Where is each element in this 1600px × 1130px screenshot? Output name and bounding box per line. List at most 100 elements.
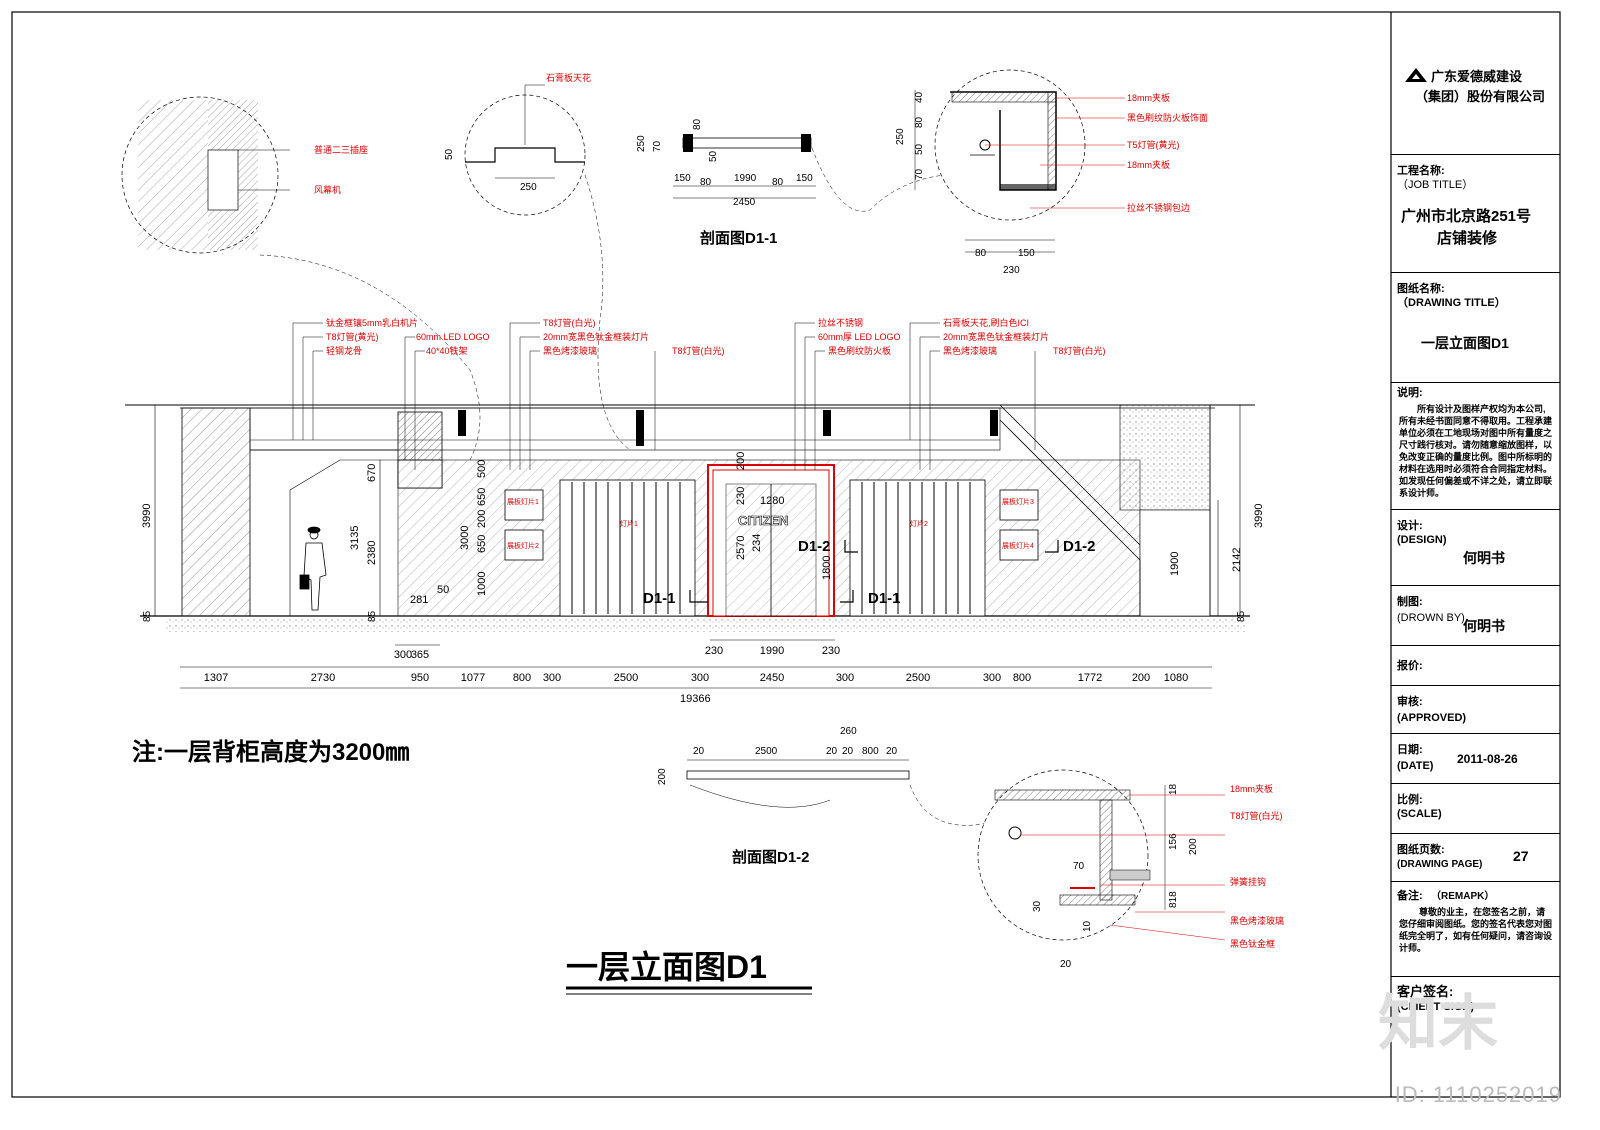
remark-cell: 备注: （REMAPK） 尊敬的业主，在您签名之前，请您仔细审阅图纸。您的签名代… xyxy=(1391,882,1560,977)
page-en: (DRAWING PAGE) xyxy=(1397,859,1483,870)
label-8: T8灯管(白光) xyxy=(672,345,725,356)
label-2: 轻钢龙骨 xyxy=(326,345,362,356)
s1-dim-8: 150 xyxy=(796,173,813,184)
label-9: 拉丝不锈钢 xyxy=(818,317,863,328)
section-d1-1 xyxy=(673,134,946,212)
notes-cell: 说明: 所有设计及图样产权均为本公司,所有未经书面同意不得取用。工程承建单位必须… xyxy=(1391,383,1560,510)
bdim-8: 2450 xyxy=(760,672,784,684)
bdim-14: 200 xyxy=(1132,672,1150,684)
red-labels: 钛金框镶5mm乳白机片 T8灯管(黄光) 轻钢龙骨 60mm LED LOGO … xyxy=(326,317,1106,356)
s2-dim-1: 20 xyxy=(693,746,705,757)
s1-dim-9: 2450 xyxy=(733,197,756,208)
design-en: (DESIGN) xyxy=(1397,534,1447,546)
scale-en: (SCALE) xyxy=(1397,808,1442,820)
dim-50: 50 xyxy=(437,584,449,596)
label-10: 60mm厚 LED LOGO xyxy=(818,332,901,342)
label-7: 黑色烤漆玻璃 xyxy=(543,345,597,356)
br-label-2: 弹簧挂钩 xyxy=(1230,876,1266,887)
tc-dim-50: 50 xyxy=(444,148,455,160)
drawing-title-cell: 图纸名称: （DRAWING TITLE） 一层立面图D1 xyxy=(1391,273,1560,383)
company-line1: 广东爱德威建设 xyxy=(1431,69,1523,84)
br-label-4: 黑色钛金框 xyxy=(1230,938,1275,949)
drawing-title-value: 一层立面图D1 xyxy=(1421,335,1509,351)
job-title-en: （JOB TITLE） xyxy=(1397,179,1474,191)
bdim-3: 1077 xyxy=(461,672,485,684)
tr-dim-6: 150 xyxy=(1018,248,1035,259)
section1-dims: 250 70 80 50 150 80 1990 80 150 2450 xyxy=(636,118,813,208)
main-title: 一层立面图D1 xyxy=(566,949,767,985)
panel-label-4: 展板灯片3 xyxy=(1002,497,1034,506)
detail-tr-labels: 18mm夹板 黑色刷纹防火板饰面 T5灯管(黄光) 18mm夹板 拉丝不锈钢包边… xyxy=(895,91,1208,276)
company-cell: 广东爱德威建设 （集团）股份有限公司 xyxy=(1391,12,1560,155)
detail-tl-labels: 普通二三插座 风幕机 xyxy=(314,144,368,195)
label-12: 石膏板天花,刷白色ICI xyxy=(943,317,1029,328)
sheet-border xyxy=(11,11,1561,1098)
door-dim-234: 234 xyxy=(751,534,763,552)
height-2142: 2142 xyxy=(1231,548,1243,572)
detail-bottom-right xyxy=(977,769,1226,941)
tr-label-4: 拉丝不锈钢包边 xyxy=(1127,202,1190,213)
quote-label: 报价: xyxy=(1397,660,1423,672)
s2-dim-4: 20 xyxy=(842,746,854,757)
height-85-right: 85 xyxy=(1236,610,1247,622)
job-title-line2: 店铺装修 xyxy=(1437,230,1498,247)
overall-height-dim-left: 3990 xyxy=(141,504,153,528)
br-dim-0: 18 xyxy=(1168,783,1179,795)
height-2380: 2380 xyxy=(366,541,378,565)
label-14: 黑色烤漆玻璃 xyxy=(943,345,997,356)
detail-top-right xyxy=(914,69,1125,253)
tr-label-2: T5灯管(黄光) xyxy=(1127,139,1180,150)
s1-dim-0: 250 xyxy=(636,135,647,152)
door-dim-2570: 2570 xyxy=(735,536,747,560)
tc-dim-250: 250 xyxy=(520,182,537,193)
date-en: (DATE) xyxy=(1397,760,1434,772)
remark-en: （REMAPK） xyxy=(1431,891,1495,902)
company-line2: （集团）股份有限公司 xyxy=(1415,89,1546,104)
label-1: T8灯管(黄光) xyxy=(326,331,379,342)
detail-top-center xyxy=(464,84,631,451)
br-label-0: 18mm夹板 xyxy=(1230,783,1273,794)
watermark-id: ID: 1110252019 xyxy=(1394,1082,1562,1107)
overall-height-dim-right: 3990 xyxy=(1253,504,1265,528)
page-value: 27 xyxy=(1513,848,1529,864)
dim-200: 200 xyxy=(476,510,488,528)
door-dim-1800: 1800 xyxy=(821,556,833,580)
bdim-13: 1772 xyxy=(1078,672,1102,684)
drawn-label: 制图: xyxy=(1397,596,1423,608)
door-vert-dims: 200 230 2570 234 1280 1800 xyxy=(735,452,833,580)
page-cell: 图纸页数: (DRAWING PAGE) 27 xyxy=(1391,834,1560,882)
s2-dim-3: 20 xyxy=(826,746,838,757)
post-dim-a: 300 xyxy=(394,649,412,661)
bottom-dims: 1307 2730 950 1077 800 300 2500 300 2450… xyxy=(204,645,1188,684)
panel-label-2: 灯片1 xyxy=(620,519,638,528)
door-dim-c: 230 xyxy=(822,645,840,657)
detail-br-labels: 18mm夹板 T8灯管(白光) 弹簧挂钩 黑色烤漆玻璃 黑色钛金框 18 156… xyxy=(1032,783,1284,970)
quote-cell: 报价: xyxy=(1391,646,1560,686)
detail-tc-labels: 石膏板天花 50 250 xyxy=(444,72,591,193)
s2-dim-2: 2500 xyxy=(755,746,778,757)
tc-label: 石膏板天花 xyxy=(546,72,591,83)
drawing-note: 注:一层背柜高度为3200㎜ xyxy=(132,738,409,766)
client-label: 客户签名: xyxy=(1397,984,1454,999)
tr-dim-0: 40 xyxy=(914,91,925,103)
tr-label-0: 18mm夹板 xyxy=(1127,92,1170,103)
tr-dim-2: 50 xyxy=(914,143,925,155)
section2-title: 剖面图D1-2 xyxy=(732,848,810,866)
br-dim-6: 10 xyxy=(1082,920,1093,932)
panel-label-3: 灯片2 xyxy=(910,519,928,528)
tl-label-0: 普通二三插座 xyxy=(314,144,368,155)
bdim-10: 2500 xyxy=(906,672,930,684)
height-85-left2: 85 xyxy=(367,610,378,622)
date-value: 2011-08-26 xyxy=(1457,752,1518,766)
door-dim-1280: 1280 xyxy=(760,495,784,507)
tr-dim-5: 80 xyxy=(975,248,987,259)
company-logo-icon xyxy=(1405,68,1427,82)
s1-dim-4: 150 xyxy=(674,173,691,184)
post-dim-b: 365 xyxy=(411,649,429,661)
s2-dim-5: 800 xyxy=(862,746,879,757)
drawn-cell: 制图: (DROWN BY) 何明书 xyxy=(1391,586,1560,646)
approved-cell: 审核: (APPROVED) xyxy=(1391,686,1560,734)
dim-650b: 650 xyxy=(476,535,488,553)
height-3135: 3135 xyxy=(349,526,361,550)
panel-label-5: 展板灯片4 xyxy=(1002,541,1034,550)
